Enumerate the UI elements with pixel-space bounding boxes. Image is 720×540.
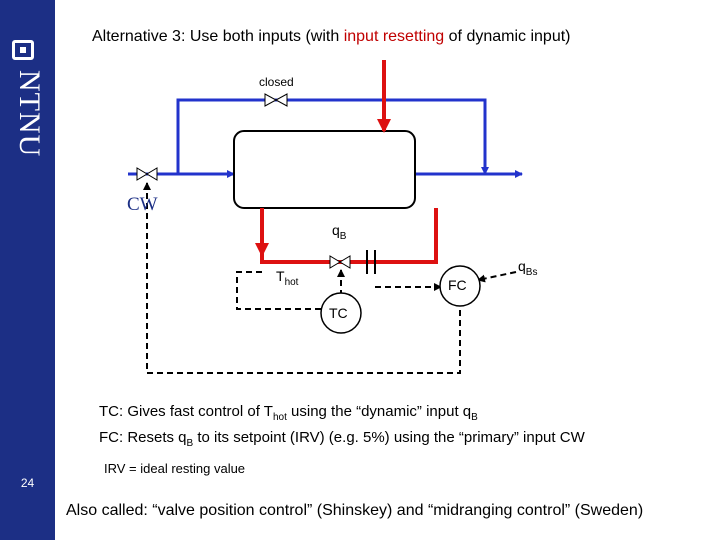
qb-valve-icon <box>329 255 351 269</box>
flow-orifice-icon <box>366 250 376 274</box>
cw-valve-icon <box>136 167 158 181</box>
also-called-note: Also called: “valve position control” (S… <box>66 502 644 519</box>
signal-lines <box>143 182 517 374</box>
title-prefix: Alternative 3: Use both inputs (with <box>92 28 344 45</box>
sidebar: NTNU 24 <box>0 0 55 540</box>
fc-controller <box>439 265 481 307</box>
tc-controller <box>320 292 362 334</box>
note-tc: TC: Gives fast control of Thot using the… <box>99 403 478 423</box>
note-fc: FC: Resets qB to its setpoint (IRV) (e.g… <box>99 429 585 449</box>
closed-label: closed <box>259 75 294 89</box>
slide-title: Alternative 3: Use both inputs (with inp… <box>92 28 570 46</box>
qb-line <box>260 208 438 264</box>
closed-valve-icon <box>264 93 288 107</box>
page-number: 24 <box>20 476 35 490</box>
fc-label: FC <box>448 277 467 293</box>
tc-measurement-line <box>236 271 321 310</box>
qbs-label: qBs <box>518 258 538 278</box>
cw-label: CW <box>127 194 158 215</box>
title-suffix: of dynamic input) <box>444 28 571 45</box>
bypass-line <box>176 98 489 175</box>
fc-output-line <box>143 182 461 374</box>
qb-label: qB <box>332 222 347 242</box>
ntnu-logo-icon <box>12 40 34 60</box>
irv-note: IRV = ideal resting value <box>104 461 246 476</box>
ntnu-logo-text: NTNU <box>13 70 46 158</box>
tc-label: TC <box>329 305 348 321</box>
thot-label: Thot <box>276 268 299 288</box>
title-highlight: input resetting <box>343 28 445 45</box>
reactor-vessel <box>233 130 416 209</box>
setpoint-line <box>477 271 517 283</box>
explanation-notes: TC: Gives fast control of Thot using the… <box>99 402 585 454</box>
